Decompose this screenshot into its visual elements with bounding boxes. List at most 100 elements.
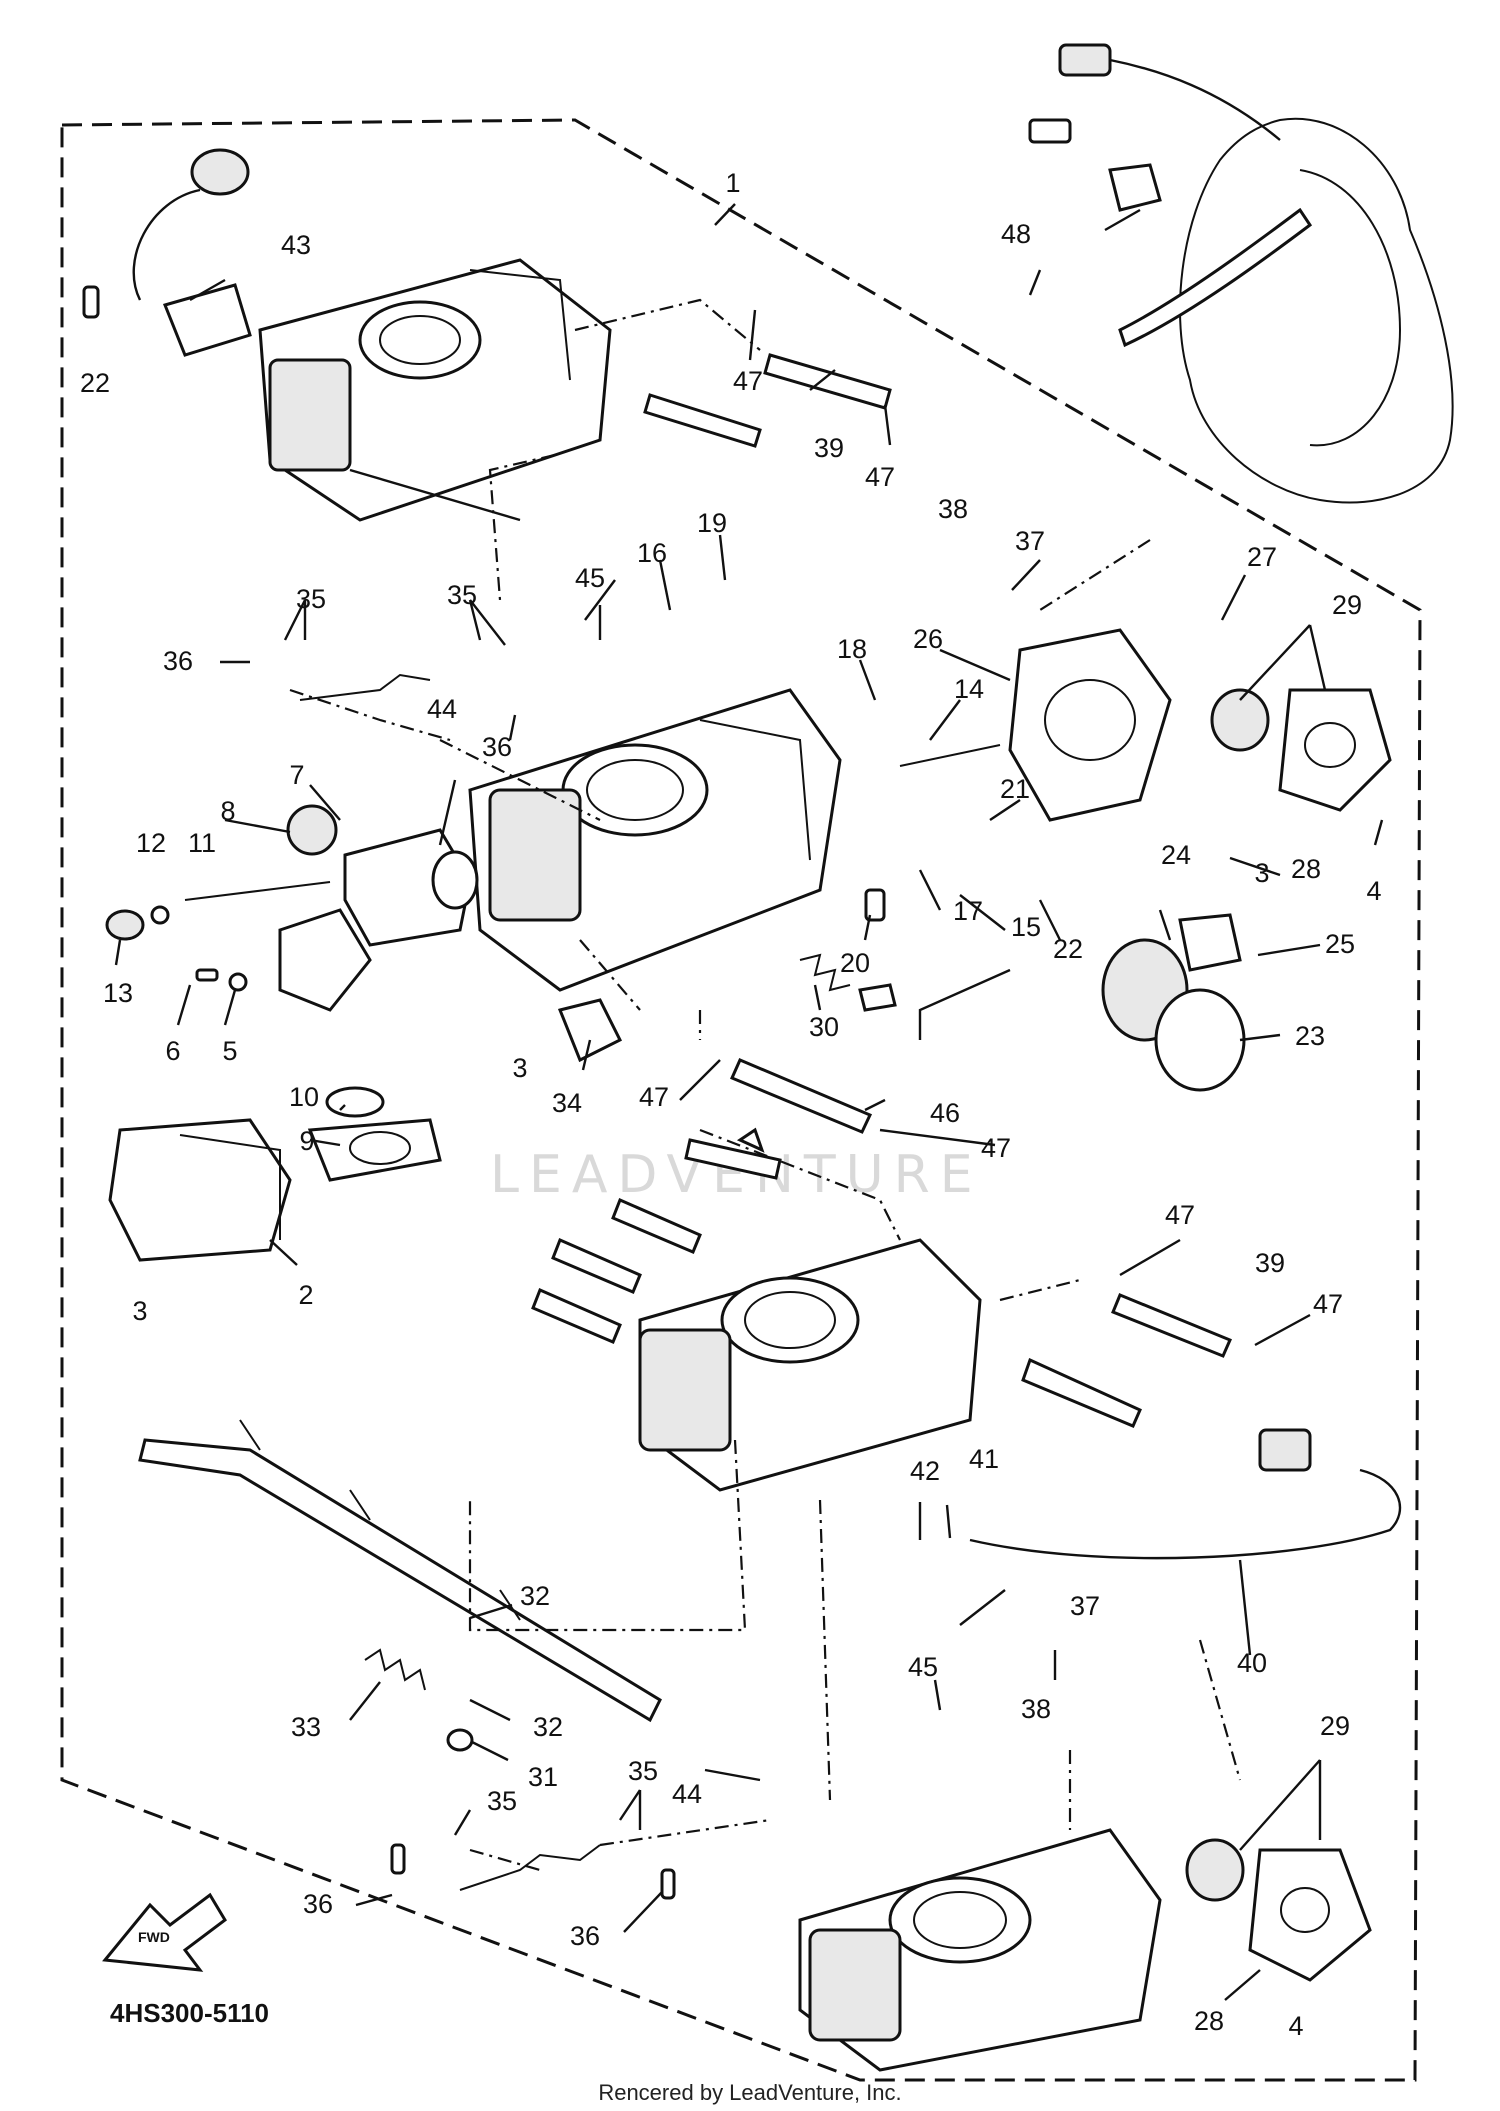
callout-25: 25 bbox=[1325, 929, 1355, 959]
callout-22: 22 bbox=[1053, 934, 1083, 964]
callout-29: 29 bbox=[1332, 590, 1362, 620]
callouts: 1 2 3 3 3 4 4 5 6 7 8 9 10 11 12 13 14 1… bbox=[80, 168, 1382, 2041]
callout-2: 2 bbox=[298, 1280, 313, 1310]
callout-15: 15 bbox=[1011, 912, 1041, 942]
callout-33: 33 bbox=[291, 1712, 321, 1742]
part-2-float-bowl bbox=[108, 1118, 292, 1262]
part-22-screw bbox=[82, 285, 100, 319]
callout-47: 47 bbox=[733, 366, 763, 396]
callout-47: 47 bbox=[1165, 1200, 1195, 1230]
callout-16: 16 bbox=[637, 538, 667, 568]
callout-31: 31 bbox=[528, 1762, 558, 1792]
part-39-pipe-bottom bbox=[1021, 1293, 1232, 1428]
callout-34: 34 bbox=[552, 1088, 582, 1118]
callout-41: 41 bbox=[969, 1444, 999, 1474]
carburetor-bottom bbox=[798, 1828, 1162, 2072]
part-8-seal bbox=[286, 804, 338, 856]
part-46-pipe bbox=[730, 1058, 873, 1134]
callout-12: 12 bbox=[136, 828, 166, 858]
callout-37: 37 bbox=[1070, 1591, 1100, 1621]
part-26-float-chamber bbox=[1008, 628, 1172, 822]
fwd-arrow-icon bbox=[102, 1892, 227, 1972]
callout-32: 32 bbox=[520, 1581, 550, 1611]
carburetor-upper bbox=[258, 258, 612, 522]
callout-3: 3 bbox=[512, 1053, 527, 1083]
callout-47: 47 bbox=[1313, 1289, 1343, 1319]
callout-35: 35 bbox=[628, 1756, 658, 1786]
callout-36: 36 bbox=[570, 1921, 600, 1951]
part-30-spring bbox=[799, 953, 897, 1012]
part-11-shaft bbox=[184, 881, 331, 901]
part-23-hose bbox=[1101, 913, 1246, 1092]
callout-3: 3 bbox=[1254, 858, 1269, 888]
part-10-gasket bbox=[325, 1086, 385, 1118]
carburetor-main bbox=[468, 688, 842, 992]
callout-4: 4 bbox=[1366, 876, 1381, 906]
callout-27: 27 bbox=[1247, 542, 1277, 572]
callout-47: 47 bbox=[639, 1082, 669, 1112]
callout-45: 45 bbox=[908, 1652, 938, 1682]
callout-18: 18 bbox=[837, 634, 867, 664]
part-20-jet bbox=[864, 888, 886, 922]
callout-36: 36 bbox=[163, 646, 193, 676]
link-rod-bottom bbox=[390, 1843, 676, 1900]
callout-45: 45 bbox=[575, 563, 605, 593]
part-40-cable bbox=[969, 1428, 1402, 1560]
callout-9: 9 bbox=[299, 1126, 314, 1156]
callout-17: 17 bbox=[953, 896, 983, 926]
callout-29: 29 bbox=[1320, 1711, 1350, 1741]
part-31-screw bbox=[446, 1728, 474, 1752]
callout-47: 47 bbox=[865, 462, 895, 492]
part-14-needle bbox=[899, 744, 1001, 767]
callout-40: 40 bbox=[1237, 1648, 1267, 1678]
callout-6: 6 bbox=[165, 1036, 180, 1066]
callout-32: 32 bbox=[533, 1712, 563, 1742]
callout-1: 1 bbox=[725, 168, 740, 198]
leader-lines bbox=[114, 203, 1384, 2001]
assembly-boundary bbox=[60, 118, 1422, 2082]
part-43-sensor bbox=[132, 148, 252, 357]
callout-43: 43 bbox=[281, 230, 311, 260]
callout-8: 8 bbox=[220, 796, 235, 826]
callout-22: 22 bbox=[80, 368, 110, 398]
part-39-pipe-top bbox=[643, 353, 892, 448]
callout-20: 20 bbox=[840, 948, 870, 978]
pipe-tee bbox=[684, 1127, 782, 1180]
callout-11: 11 bbox=[188, 828, 216, 858]
callout-14: 14 bbox=[954, 674, 984, 704]
callout-4: 4 bbox=[1288, 2011, 1303, 2041]
throttle-link-bar bbox=[138, 1419, 662, 1723]
callout-44: 44 bbox=[672, 1779, 702, 1809]
callout-23: 23 bbox=[1295, 1021, 1325, 1051]
callout-26: 26 bbox=[913, 624, 943, 654]
callout-36: 36 bbox=[303, 1889, 333, 1919]
cover-with-cable bbox=[1058, 43, 1454, 504]
callout-28: 28 bbox=[1291, 854, 1321, 884]
callout-37: 37 bbox=[1015, 526, 1045, 556]
callout-28: 28 bbox=[1194, 2006, 1224, 2036]
part-28-cover-top bbox=[1210, 688, 1392, 812]
callout-42: 42 bbox=[910, 1456, 940, 1486]
credit-line: Rencered by LeadVenture, Inc. bbox=[598, 2080, 901, 2105]
part-28-cover-bottom bbox=[1185, 1838, 1372, 1982]
callout-21: 21 bbox=[1000, 774, 1030, 804]
pipes-left-stack bbox=[531, 1197, 702, 1344]
carburetor-lower-middle bbox=[638, 1238, 982, 1492]
callout-24: 24 bbox=[1161, 840, 1191, 870]
callout-10: 10 bbox=[289, 1082, 319, 1112]
part-7-cover bbox=[343, 828, 479, 947]
callout-38: 38 bbox=[938, 494, 968, 524]
assembly-relation-lines bbox=[289, 298, 1242, 1872]
callout-7: 7 bbox=[289, 760, 304, 790]
callout-30: 30 bbox=[809, 1012, 839, 1042]
part-13-plug bbox=[105, 905, 170, 941]
callout-39: 39 bbox=[814, 433, 844, 463]
fwd-label: FWD bbox=[138, 1929, 170, 1945]
callout-35: 35 bbox=[296, 584, 326, 614]
callout-44: 44 bbox=[427, 694, 457, 724]
callout-48: 48 bbox=[1001, 219, 1031, 249]
part-48-bracket bbox=[1028, 118, 1162, 212]
callout-19: 19 bbox=[697, 508, 727, 538]
callout-3: 3 bbox=[132, 1296, 147, 1326]
callout-36: 36 bbox=[482, 732, 512, 762]
